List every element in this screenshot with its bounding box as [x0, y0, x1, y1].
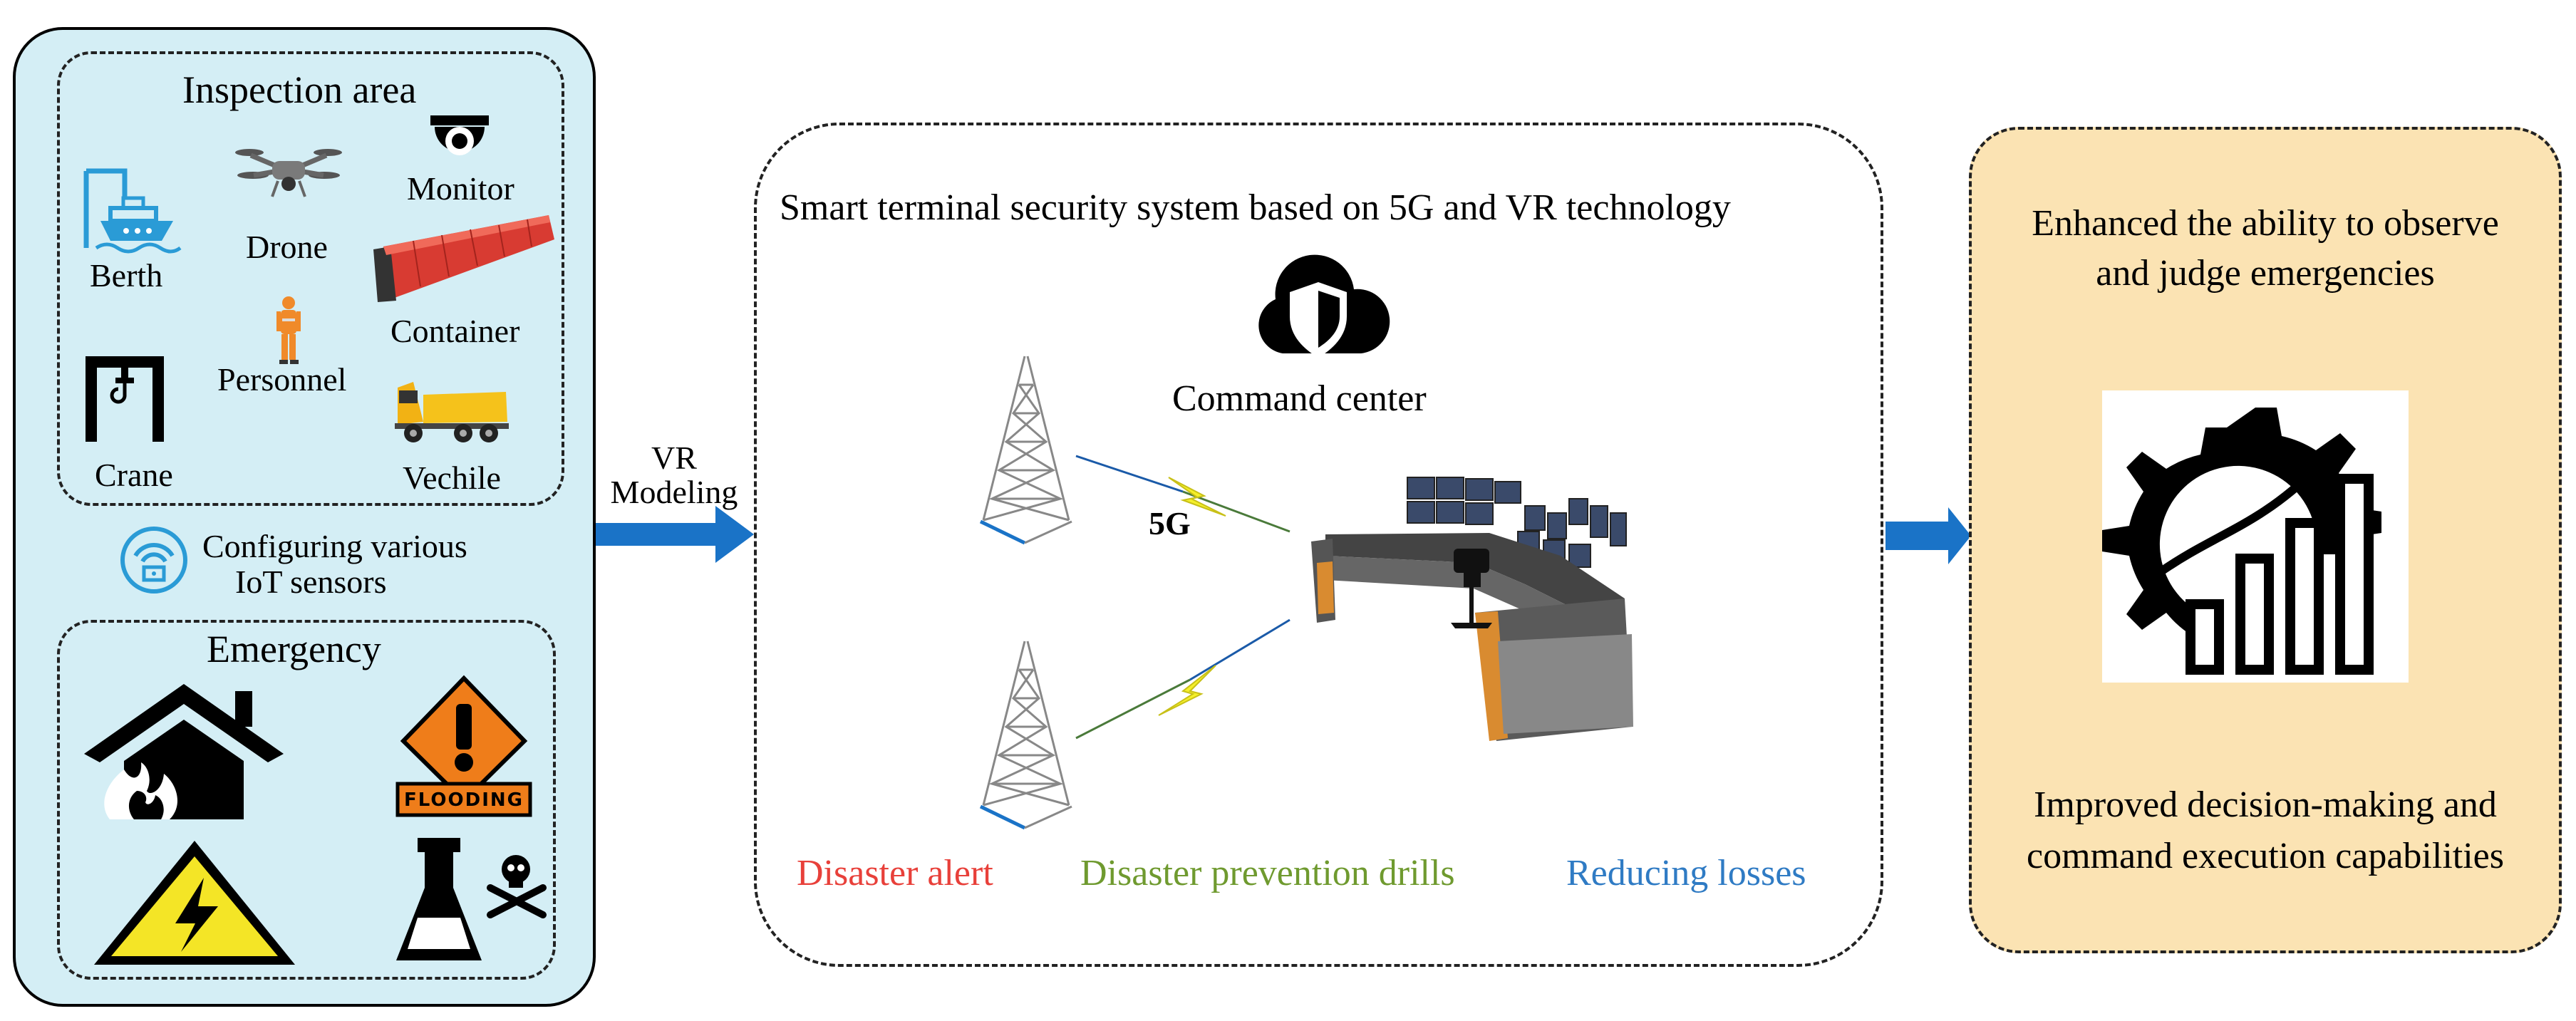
crane-icon: [86, 356, 164, 442]
container-label: Container: [390, 313, 520, 349]
personnel-label: Personnel: [217, 361, 347, 398]
signal-link-top: [1075, 455, 1290, 533]
electric-hazard-icon: [94, 841, 295, 965]
outcome-disaster-alert: Disaster alert: [797, 853, 993, 893]
iot-line2: IoT sensors: [235, 564, 387, 600]
container-icon: [373, 215, 554, 302]
crane-label: Crane: [95, 457, 173, 493]
vr-modeling-arrow: [596, 506, 754, 563]
flooding-sign-text: FLOODING: [404, 789, 524, 811]
iot-line1: Configuring various: [202, 528, 467, 564]
vehicle-label: Vechile: [403, 460, 501, 496]
berth-icon: [83, 168, 182, 254]
gear-growth-icon: [2102, 390, 2409, 683]
monitor-camera-icon: [430, 115, 489, 155]
result-top-line1: Enhanced the ability to observe: [2032, 203, 2499, 244]
emergency-box: [57, 620, 556, 980]
house-fire-icon: [84, 684, 284, 819]
result-bottom-line2: command execution capabilities: [2027, 836, 2504, 876]
control-room-icon: [1311, 477, 1633, 741]
signal-tower-icon-bottom: [979, 641, 1072, 830]
signal-tower-icon-top: [979, 356, 1072, 545]
outcome-prevention-drills: Disaster prevention drills: [1080, 853, 1455, 893]
signal-link-bottom: [1075, 618, 1290, 740]
result-bottom-line1: Improved decision-making and: [2034, 784, 2497, 825]
system-title: Smart terminal security system based on …: [780, 187, 1731, 228]
command-center-label: Command center: [1172, 378, 1427, 419]
drone-icon: [235, 149, 342, 197]
flooding-warning-icon: [395, 675, 532, 817]
berth-label: Berth: [90, 257, 163, 294]
monitor-label: Monitor: [407, 170, 514, 207]
emergency-title: Emergency: [207, 628, 381, 670]
arrow1-line1: VR: [651, 440, 697, 476]
iot-sensor-icon: [120, 527, 187, 594]
personnel-icon: [276, 296, 301, 364]
truck-icon: [395, 382, 509, 442]
inspection-area-box: [57, 51, 564, 506]
result-top-line2: and judge emergencies: [2096, 253, 2435, 294]
signal-5g-label: 5G: [1149, 505, 1191, 541]
drone-label: Drone: [246, 229, 328, 265]
system-box: [754, 123, 1883, 967]
result-arrow: [1886, 507, 1971, 564]
arrow1-line2: Modeling: [610, 474, 738, 510]
inspection-title: Inspection area: [182, 68, 417, 111]
cloud-shield-icon: [1258, 254, 1390, 358]
chemical-hazard-icon: [396, 838, 547, 960]
outcome-reducing-losses: Reducing losses: [1566, 853, 1806, 893]
inspection-panel: [13, 27, 596, 1007]
